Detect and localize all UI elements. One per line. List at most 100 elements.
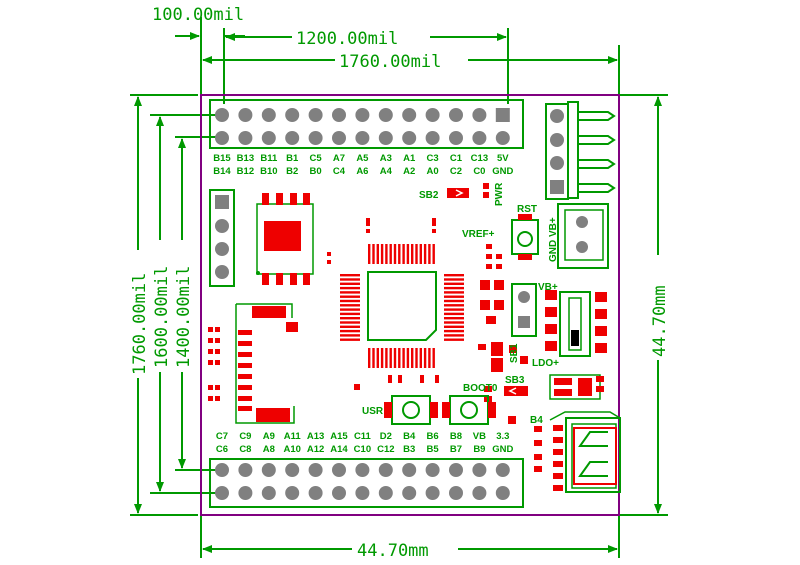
mcu-pin — [340, 338, 360, 341]
mcu-pin — [340, 321, 360, 324]
mcu-pin — [340, 334, 360, 337]
mcu-pin — [340, 291, 360, 294]
top-pin-label: B0 — [310, 166, 322, 177]
sb2-jumper — [447, 183, 489, 198]
label-vref: VREF+ — [462, 229, 495, 240]
mcu-pin — [444, 308, 464, 311]
mcu-pin — [376, 244, 379, 264]
mcu-pin — [444, 334, 464, 337]
top-pin-label: A6 — [356, 166, 368, 177]
bottom-pin-label: C10 — [354, 444, 371, 455]
header-pin — [472, 108, 487, 122]
top-pin-label: C5 — [310, 153, 323, 164]
header-pin — [285, 486, 300, 500]
top-pin-label: A1 — [403, 153, 416, 164]
header-pin — [261, 486, 276, 500]
mcu-pin — [340, 282, 360, 285]
top-pin-label: B12 — [237, 166, 254, 177]
mcu-pin — [340, 274, 360, 277]
label-rst: RST — [517, 204, 537, 215]
bottom-pin-label: A8 — [263, 444, 275, 455]
header-pin — [332, 108, 346, 122]
header-pin — [449, 463, 463, 477]
label-ldo: LDO+ — [532, 358, 559, 369]
header-pin — [308, 486, 323, 500]
mcu-pin — [385, 244, 388, 264]
mcu-pin — [340, 308, 360, 311]
header-pin — [402, 463, 417, 477]
board-outline — [200, 94, 620, 516]
header-pin — [472, 131, 487, 145]
label-sb2: SB2 — [419, 190, 439, 201]
mcu-pin — [444, 312, 464, 316]
header-pin — [238, 108, 253, 122]
mcu-pin — [372, 348, 375, 368]
mcu-pin — [340, 317, 360, 320]
mcu-pin — [444, 278, 464, 281]
dim-bottom-mm: 44.70mm — [357, 541, 429, 561]
top-pin-label: C3 — [427, 153, 439, 164]
header-pin — [425, 108, 440, 122]
header-pin — [402, 486, 417, 500]
top-pin-label: B13 — [237, 153, 254, 164]
mcu-pin — [402, 348, 405, 368]
header-pin — [261, 463, 276, 477]
bottom-pin-label: C12 — [377, 444, 394, 455]
bottom-pin-label: D2 — [380, 431, 392, 442]
dim-left-1760: 1760.00mil — [130, 273, 150, 375]
bottom-pin-label: A14 — [330, 444, 348, 455]
mcu-pin — [419, 348, 422, 368]
top-pin-header — [209, 99, 524, 149]
bottom-pin-label: C7 — [216, 431, 228, 442]
label-sb3: SB3 — [505, 375, 525, 386]
mcu-pin — [411, 348, 414, 368]
header-pin — [261, 131, 276, 145]
mcu-pin — [340, 286, 360, 290]
mcu-pin — [444, 338, 464, 341]
dimension-lines — [130, 17, 668, 558]
mcu-pin — [340, 329, 360, 333]
bottom-pin-label: A10 — [283, 444, 300, 455]
mcu-pin — [393, 348, 397, 368]
top-pin-label: A5 — [356, 153, 369, 164]
header-pin — [402, 131, 417, 145]
mcu-pin — [415, 244, 418, 264]
mcu-pin — [340, 295, 360, 298]
mcu-pin — [368, 244, 371, 264]
header-pin — [495, 131, 510, 145]
header-pin — [472, 463, 487, 477]
mcu-pin — [444, 295, 464, 298]
dim-left-1400: 1400.00mil — [174, 266, 194, 368]
dim-left-1600: 1600.00mil — [152, 266, 172, 368]
mcu-pin — [428, 348, 431, 368]
reset-button — [511, 214, 539, 260]
bottom-pin-header — [209, 458, 524, 508]
mcu-pin — [444, 299, 464, 303]
sd-regulator — [545, 290, 607, 357]
header-pin — [472, 486, 487, 500]
vref-jumper — [511, 283, 537, 337]
mcu-pin — [444, 291, 464, 294]
header-pin — [355, 463, 370, 477]
regulator-small — [549, 374, 604, 400]
mcu-pin — [380, 244, 384, 264]
header-pin — [238, 463, 253, 477]
dim-header-span: 1200.00mil — [296, 29, 398, 49]
header-pin — [355, 131, 370, 145]
crystal-and-caps — [478, 244, 528, 372]
header-pin — [332, 463, 346, 477]
mcu-pin — [340, 312, 360, 316]
bottom-pin-label: 3.3 — [496, 431, 509, 442]
top-pin-label: C13 — [471, 153, 488, 164]
header-pin — [495, 463, 510, 477]
sop8-chip — [256, 193, 314, 285]
mcu-pin — [402, 244, 405, 264]
mcu-pin — [444, 274, 464, 277]
mcu-pin — [419, 244, 422, 264]
top-pin-label: B10 — [260, 166, 277, 177]
header-pin — [378, 108, 393, 122]
usb-connector — [534, 411, 621, 493]
top-pin-label: A0 — [427, 166, 439, 177]
